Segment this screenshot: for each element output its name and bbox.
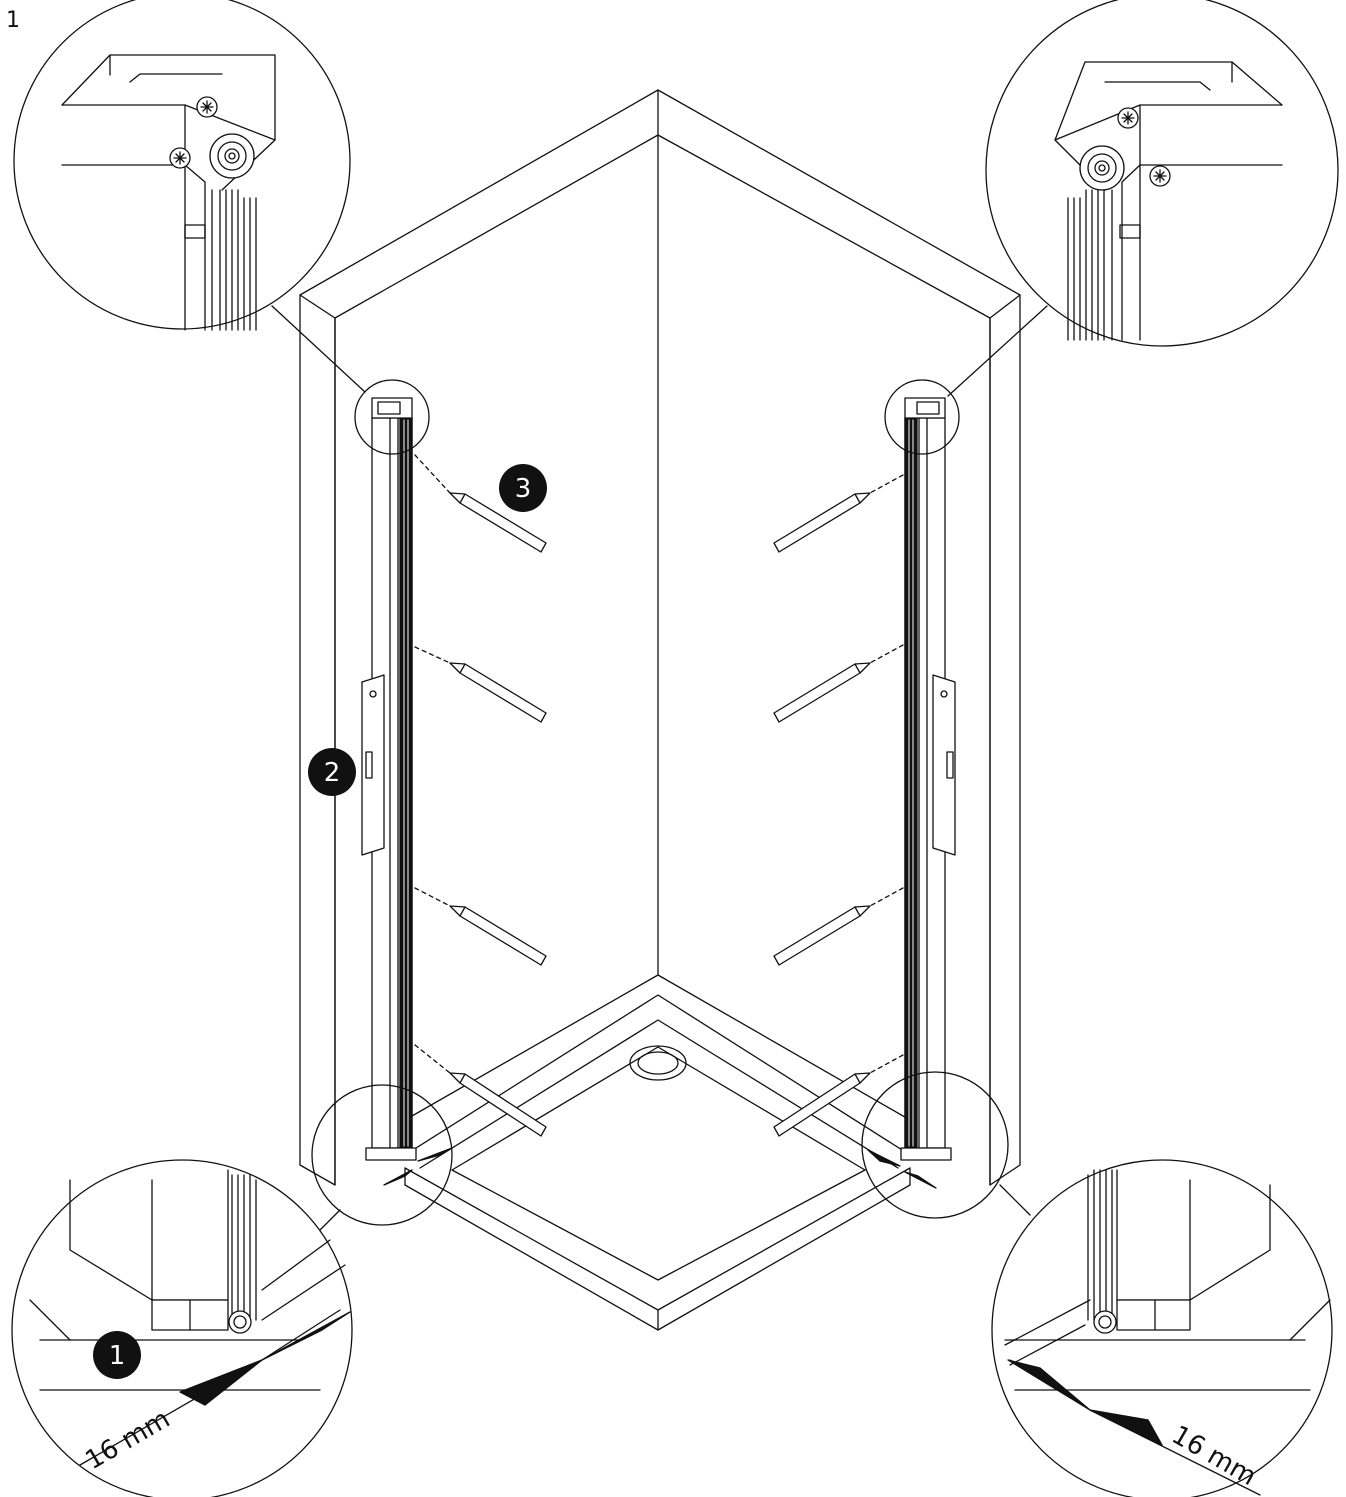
pencil-icon <box>773 1072 871 1137</box>
callout-badge-1: 1 <box>93 1331 141 1379</box>
pencil-icon <box>773 905 871 966</box>
callout-badge-2: 2 <box>308 748 356 796</box>
pencil-icon <box>449 905 547 966</box>
detail-markers <box>271 305 1048 1231</box>
pencil-marks-right <box>869 474 904 1074</box>
pencil-icon <box>773 662 871 723</box>
spirit-level-right-icon <box>932 674 956 856</box>
spirit-level-left-icon <box>361 674 385 856</box>
step-number: 1 <box>6 8 20 33</box>
pencil-marks-left <box>414 454 451 1074</box>
hinge-icon <box>209 133 255 179</box>
arrow-icon <box>261 1311 351 1361</box>
detail-bottom-right <box>991 1159 1333 1497</box>
detail-top-right <box>985 0 1339 347</box>
shower-tray <box>404 974 911 1331</box>
callout-3-label: 3 <box>515 474 532 504</box>
detail-bottom-left <box>11 1159 353 1497</box>
pencil-icon <box>449 662 547 723</box>
pencil-icon <box>449 1072 547 1137</box>
hinge-icon <box>1079 145 1125 191</box>
shower-walls <box>299 89 1021 1186</box>
detail-top-left <box>13 0 351 331</box>
drain-icon <box>629 1045 687 1081</box>
pencil-icon <box>449 492 547 553</box>
callout-badge-3: 3 <box>499 464 547 512</box>
callout-1-label: 1 <box>109 1341 126 1371</box>
callout-2-label: 2 <box>324 758 341 788</box>
pencil-icon <box>773 492 871 553</box>
